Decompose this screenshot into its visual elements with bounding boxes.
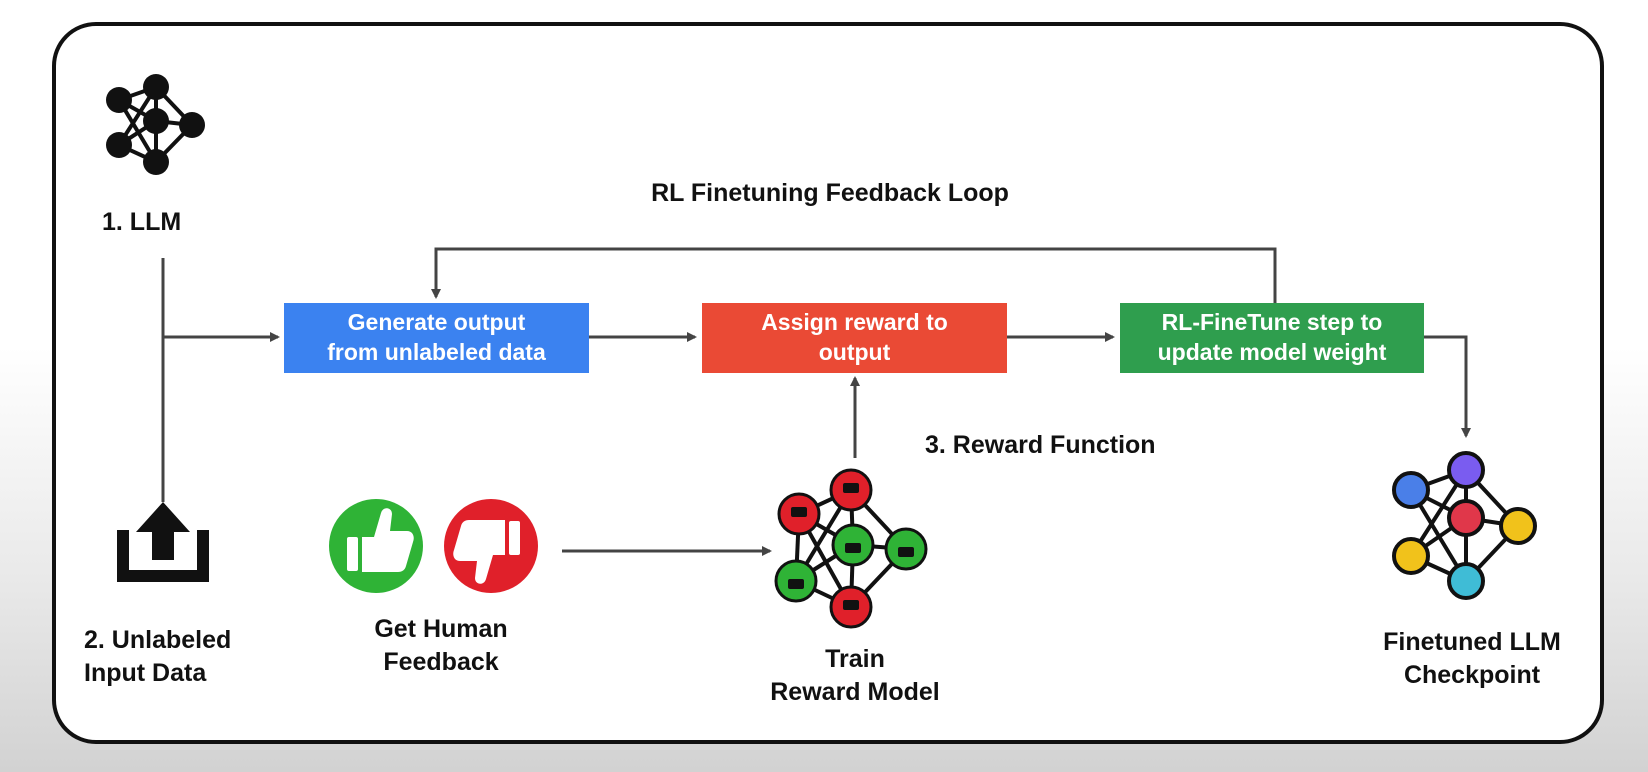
step-generate-output: Generate output from unlabeled data xyxy=(284,303,589,373)
step-rl-finetune: RL-FineTune step to update model weight xyxy=(1120,303,1424,373)
loop-title: RL Finetuning Feedback Loop xyxy=(651,179,1009,207)
thumbs-down-icon xyxy=(444,499,538,593)
input-label-line2: Input Data xyxy=(84,658,207,687)
diagram-frame xyxy=(52,22,1604,744)
input-label: 2. Unlabeled Input Data xyxy=(84,624,231,689)
human-feedback-label: Get Human Feedback xyxy=(374,613,507,678)
finetuned-line2: Checkpoint xyxy=(1403,660,1541,689)
reward-model-label: Train Reward Model xyxy=(770,643,939,708)
reward-function-label: 3. Reward Function xyxy=(925,431,1156,459)
step-assign-line2: output xyxy=(818,339,891,365)
arrow-to-checkpoint xyxy=(1424,335,1471,438)
human-feedback-line2: Feedback xyxy=(383,647,499,676)
feedback-loop-arrow xyxy=(431,247,1277,303)
finetuned-label: Finetuned LLM Checkpoint xyxy=(1383,626,1561,691)
step-finetune-line2: update model weight xyxy=(1157,339,1387,365)
finetuned-line1: Finetuned LLM xyxy=(1383,628,1561,656)
step-generate-line1: Generate output xyxy=(347,309,526,336)
input-label-line1: 2. Unlabeled xyxy=(84,626,232,654)
reward-model-line1: Train xyxy=(825,645,885,673)
thumbs-up-icon xyxy=(329,499,423,593)
reward-model-line2: Reward Model xyxy=(770,677,940,706)
llm-label: 1. LLM xyxy=(102,208,182,236)
step-finetune-line1: RL-FineTune step to xyxy=(1161,309,1383,336)
step-generate-line2: from unlabeled data xyxy=(327,339,546,365)
step-assign-line1: Assign reward to xyxy=(761,309,948,336)
human-feedback-line1: Get Human xyxy=(374,615,508,643)
step-assign-reward: Assign reward to output xyxy=(702,303,1007,373)
